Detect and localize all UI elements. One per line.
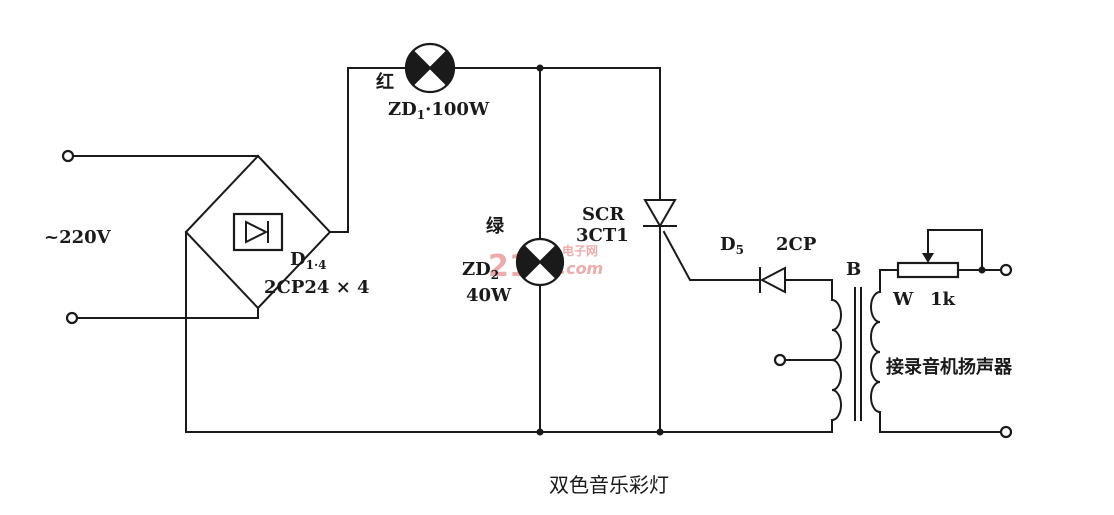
bridge-sub: 1·4	[306, 258, 327, 272]
watermark-cn: 电子网	[562, 243, 598, 258]
lamp-green-name: ZD	[462, 259, 491, 280]
transformer-secondary-coil	[870, 290, 882, 414]
lamp-green-color-label: 绿	[486, 215, 505, 237]
source-label: ~220V	[44, 227, 112, 248]
wire-ac-bottom	[76, 307, 259, 319]
scr-part: 3CT1	[576, 225, 629, 246]
junction-dot	[536, 428, 544, 436]
transformer-primary-coil	[830, 298, 842, 422]
wire-to-transformer	[784, 279, 833, 301]
lamp-red-wedge-right	[430, 51, 455, 85]
pot-name: W	[892, 289, 914, 310]
potentiometer	[879, 229, 1013, 439]
input-terminal-top	[61, 149, 75, 163]
wire-secondary-bottom	[879, 411, 1001, 433]
center-tap-terminal	[773, 353, 787, 367]
junction-dot	[536, 64, 544, 72]
lamp-red-label: ZD1·100W	[388, 99, 490, 122]
junction-dot	[656, 428, 664, 436]
lamp-red-sub: 1	[417, 108, 425, 122]
bridge-rectifier	[184, 154, 332, 310]
diode-d5-sub: 5	[736, 243, 744, 257]
lamp-green	[515, 237, 565, 287]
bridge-name: D	[290, 249, 306, 270]
diode-d5-name: D	[720, 234, 736, 255]
transformer-core	[854, 287, 862, 421]
dc-wiring	[185, 64, 833, 436]
lamp-red-wedge-left	[405, 51, 430, 85]
pot-wiper-arrow	[922, 253, 934, 263]
pot-value: 1k	[930, 289, 956, 310]
output-label: 接录音机扬声器	[886, 356, 1013, 378]
lamp-red-rating: ·100W	[425, 99, 490, 120]
diode-d5-label: D5	[720, 234, 744, 257]
lamp-red-cross	[411, 49, 449, 87]
bridge-diamond	[184, 154, 332, 310]
input-terminal-bottom	[65, 311, 79, 325]
bridge-box	[232, 212, 284, 252]
pot-wiper-link	[927, 229, 983, 271]
scr	[643, 199, 761, 281]
diode-d5-part: 2CP	[776, 234, 817, 255]
junction-dot	[978, 266, 986, 274]
lamp-green-rating: 40W	[466, 285, 512, 306]
scr-name: SCR	[582, 204, 625, 225]
transformer	[773, 287, 882, 422]
ac-input	[61, 149, 259, 325]
output-terminal-bottom	[999, 425, 1013, 439]
lamp-green-wedge-left	[517, 246, 540, 278]
bridge-part: 2CP24 × 4	[264, 277, 370, 298]
wire-secondary-top	[879, 269, 899, 293]
lamp-green-cross	[522, 244, 558, 280]
bridge-label: D1·4	[290, 249, 327, 272]
wire-positive-to-red-lamp	[329, 67, 407, 233]
transformer-name: B	[846, 259, 861, 280]
wire-negative-bus	[185, 231, 833, 433]
wire-top-bus	[453, 67, 661, 201]
lamp-red-color-label: 红	[376, 71, 394, 93]
lamp-green-wedge-right	[540, 246, 563, 278]
diode-d5	[759, 266, 833, 301]
lamp-green-sub: 2	[491, 268, 499, 282]
pot-resistor	[896, 261, 960, 279]
diagram-caption: 双色音乐彩灯	[549, 473, 669, 497]
lamp-green-label: ZD2	[462, 259, 499, 282]
watermark-com: .com	[560, 259, 603, 278]
scr-gate-lead	[662, 230, 761, 281]
bridge-diode-triangle	[245, 220, 269, 244]
lamp-red	[404, 42, 456, 94]
lamp-red-name: ZD	[388, 99, 417, 120]
scr-triangle	[643, 199, 677, 229]
output-terminal-top	[999, 263, 1013, 277]
diode-d5-triangle	[759, 266, 786, 294]
